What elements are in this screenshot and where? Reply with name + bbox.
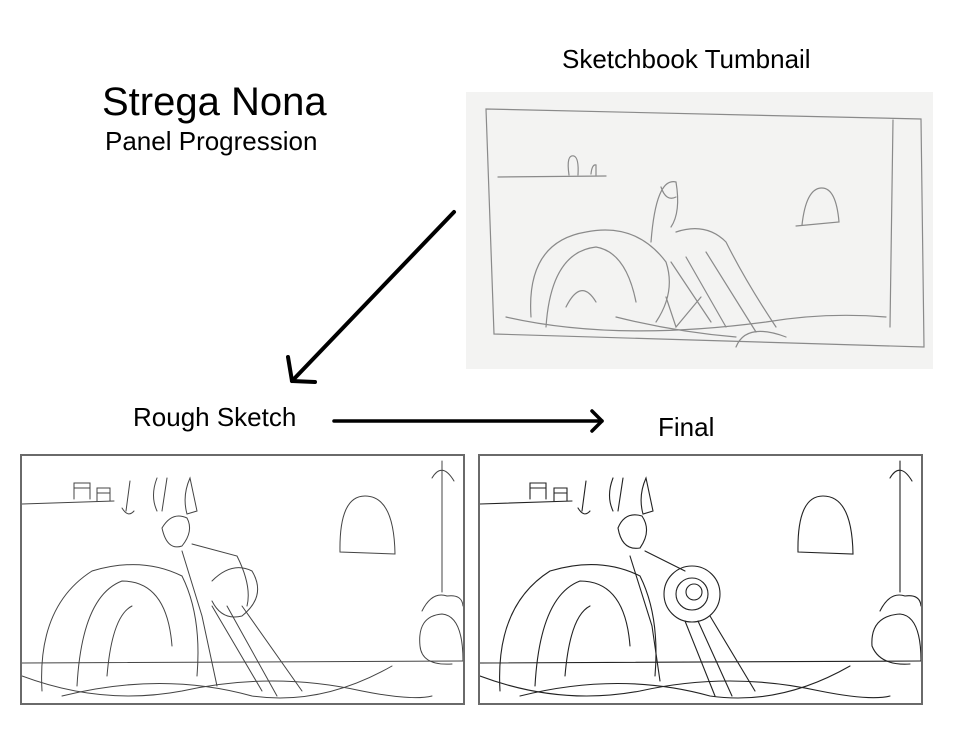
page-title: Strega Nona (102, 80, 327, 124)
rough-sketch-label: Rough Sketch (133, 402, 297, 432)
final-panel (478, 454, 923, 705)
final-label: Final (658, 412, 715, 442)
sketchbook-thumbnail-image (466, 92, 933, 369)
arrow-right-icon (330, 408, 610, 434)
rough-sketch-panel (20, 454, 465, 705)
page-subtitle: Panel Progression (105, 126, 318, 156)
arrow-down-left-icon (280, 205, 465, 390)
thumbnail-label: Sketchbook Tumbnail (562, 44, 811, 74)
